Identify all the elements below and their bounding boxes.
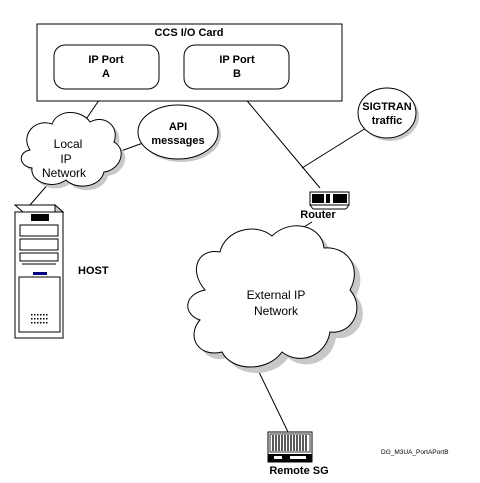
router-label: Router bbox=[300, 209, 336, 221]
port-b-label-2: B bbox=[233, 68, 241, 80]
line-port-b-to-router bbox=[237, 89, 321, 189]
router-icon bbox=[309, 191, 350, 210]
sigtran-bubble-label-2: traffic bbox=[372, 115, 403, 127]
sigtran-bubble-label-1: SIGTRAN bbox=[362, 101, 412, 113]
api-bubble-label-2: messages bbox=[151, 135, 204, 147]
line-sigtran-to-link bbox=[301, 127, 367, 169]
line-external-network-to-remote-sg bbox=[257, 369, 289, 433]
local-network-label-3: Network bbox=[42, 166, 87, 180]
port-b bbox=[183, 44, 290, 90]
api-messages-bubble: API messages bbox=[137, 104, 221, 162]
external-ip-network-cloud: External IP Network bbox=[187, 225, 363, 373]
host-label: HOST bbox=[78, 265, 109, 277]
remote-sg-label: Remote SG bbox=[269, 465, 328, 477]
port-a-label-1: IP Port bbox=[88, 54, 124, 66]
local-network-label-1: Local bbox=[54, 137, 83, 151]
external-network-label-1: External IP bbox=[247, 288, 306, 302]
external-network-label-2: Network bbox=[254, 304, 299, 318]
ccs-io-card: CCS I/O Card IP Port A IP Port B bbox=[36, 23, 343, 102]
card-title: CCS I/O Card bbox=[154, 27, 223, 39]
host-computer-icon bbox=[13, 203, 65, 340]
api-bubble-label-1: API bbox=[169, 121, 187, 133]
port-a-label-2: A bbox=[102, 68, 110, 80]
local-network-label-2: IP bbox=[60, 152, 71, 166]
figure-id-label: DG_M3UA_PortAPortB bbox=[381, 449, 449, 456]
local-ip-network-cloud: Local IP Network bbox=[20, 112, 126, 191]
port-b-label-1: IP Port bbox=[219, 54, 255, 66]
remote-sg-icon bbox=[267, 431, 313, 463]
sigtran-traffic-bubble: SIGTRAN traffic bbox=[357, 87, 419, 141]
port-a bbox=[53, 44, 160, 90]
